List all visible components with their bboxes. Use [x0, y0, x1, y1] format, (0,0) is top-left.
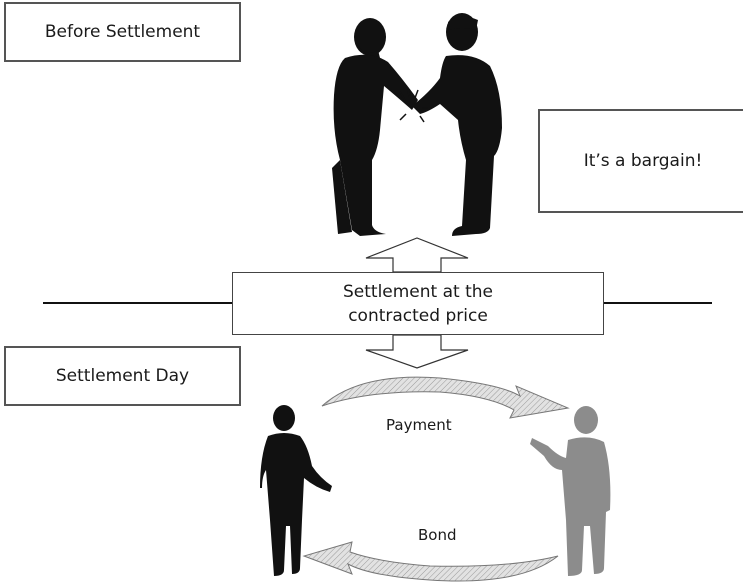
down-arrow — [365, 334, 469, 369]
bargain-box: It’s a bargain! — [538, 109, 743, 213]
before-settlement-label: Before Settlement — [44, 22, 201, 42]
settlement-day-label: Settlement Day — [55, 366, 190, 386]
bond-label: Bond — [418, 526, 457, 544]
payment-arrow — [321, 376, 570, 419]
seller-figure — [530, 406, 611, 576]
bargain-label: It’s a bargain! — [583, 151, 703, 171]
payment-label: Payment — [386, 416, 452, 434]
settlement-line-2: contracted price — [348, 305, 488, 326]
before-settlement-box: Before Settlement — [4, 2, 241, 62]
handshake-figures — [332, 13, 502, 236]
settlement-price-box: Settlement at the contracted price — [232, 272, 604, 335]
bond-arrow — [302, 541, 559, 582]
up-arrow — [365, 237, 469, 273]
buyer-figure — [260, 405, 332, 576]
settlement-line-1: Settlement at the — [342, 281, 493, 302]
settlement-day-box: Settlement Day — [4, 346, 241, 406]
